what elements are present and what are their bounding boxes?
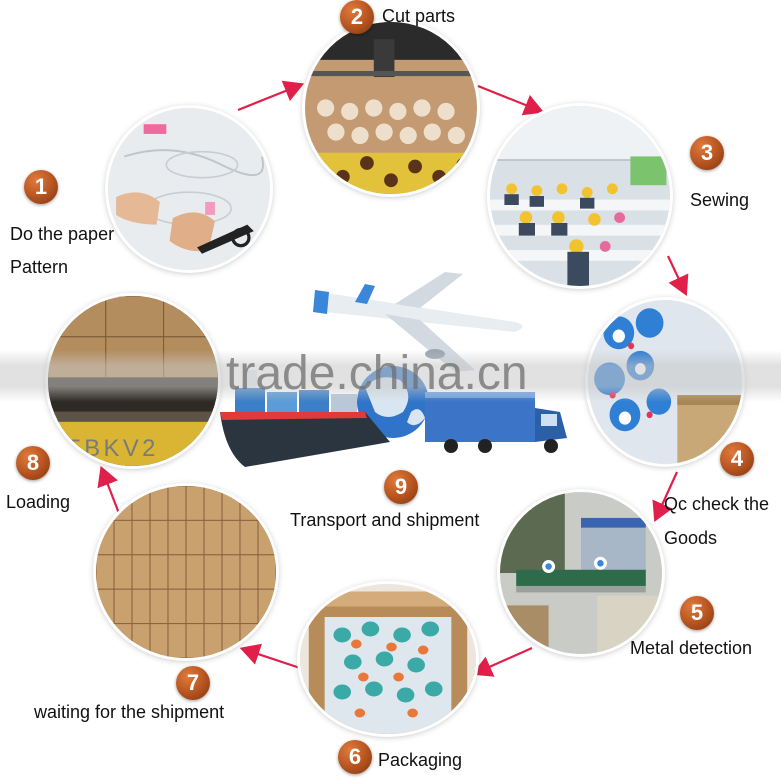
step-8-label: Loading xyxy=(6,492,71,512)
watermark-text: trade.china.cn xyxy=(226,347,528,400)
step-9-badge: 9 xyxy=(384,470,418,504)
step-3-badge: 3 xyxy=(690,136,724,170)
step-6-badge: 6 xyxy=(338,740,372,774)
svg-text:EBKV2: EBKV2 xyxy=(65,435,159,462)
arrow-3-to-4 xyxy=(667,255,689,296)
step-1-label-line1: Do the paper xyxy=(10,224,115,244)
step-4-label-line1: Qc check the xyxy=(664,494,770,514)
step-7-label: waiting for the shipment xyxy=(34,702,225,722)
step-8-badge: 8 xyxy=(16,446,50,480)
arrow-2-to-3 xyxy=(477,84,545,116)
step-5-badge: 5 xyxy=(680,596,714,630)
watermark-band xyxy=(0,350,781,402)
arrow-7-to-8 xyxy=(97,465,122,517)
step-2-label: Cut parts xyxy=(382,6,456,26)
sewing-photo xyxy=(490,106,670,286)
packaging-photo xyxy=(300,584,476,734)
step-1-badge: 1 xyxy=(24,170,58,204)
paper-pattern-photo xyxy=(108,108,270,270)
step-4-label-line2: Goods xyxy=(664,528,718,548)
arrow-6-to-7 xyxy=(239,643,301,670)
step-9-label: Transport and shipment xyxy=(290,510,480,530)
step-3-label: Sewing xyxy=(690,190,750,210)
cut-parts-photo xyxy=(305,22,477,194)
arrow-5-to-6 xyxy=(471,646,533,677)
step-2-badge: 2 xyxy=(340,0,374,34)
metal-detection-photo xyxy=(500,492,662,654)
step-1-label-line2: Pattern xyxy=(10,257,69,277)
step-6-label: Packaging xyxy=(378,750,463,770)
step-4-badge: 4 xyxy=(720,442,754,476)
step-5-label: Metal detection xyxy=(630,638,753,658)
step-7-badge: 7 xyxy=(176,666,210,700)
waiting-shipment-photo xyxy=(96,486,276,658)
arrow-1-to-2 xyxy=(237,80,305,112)
